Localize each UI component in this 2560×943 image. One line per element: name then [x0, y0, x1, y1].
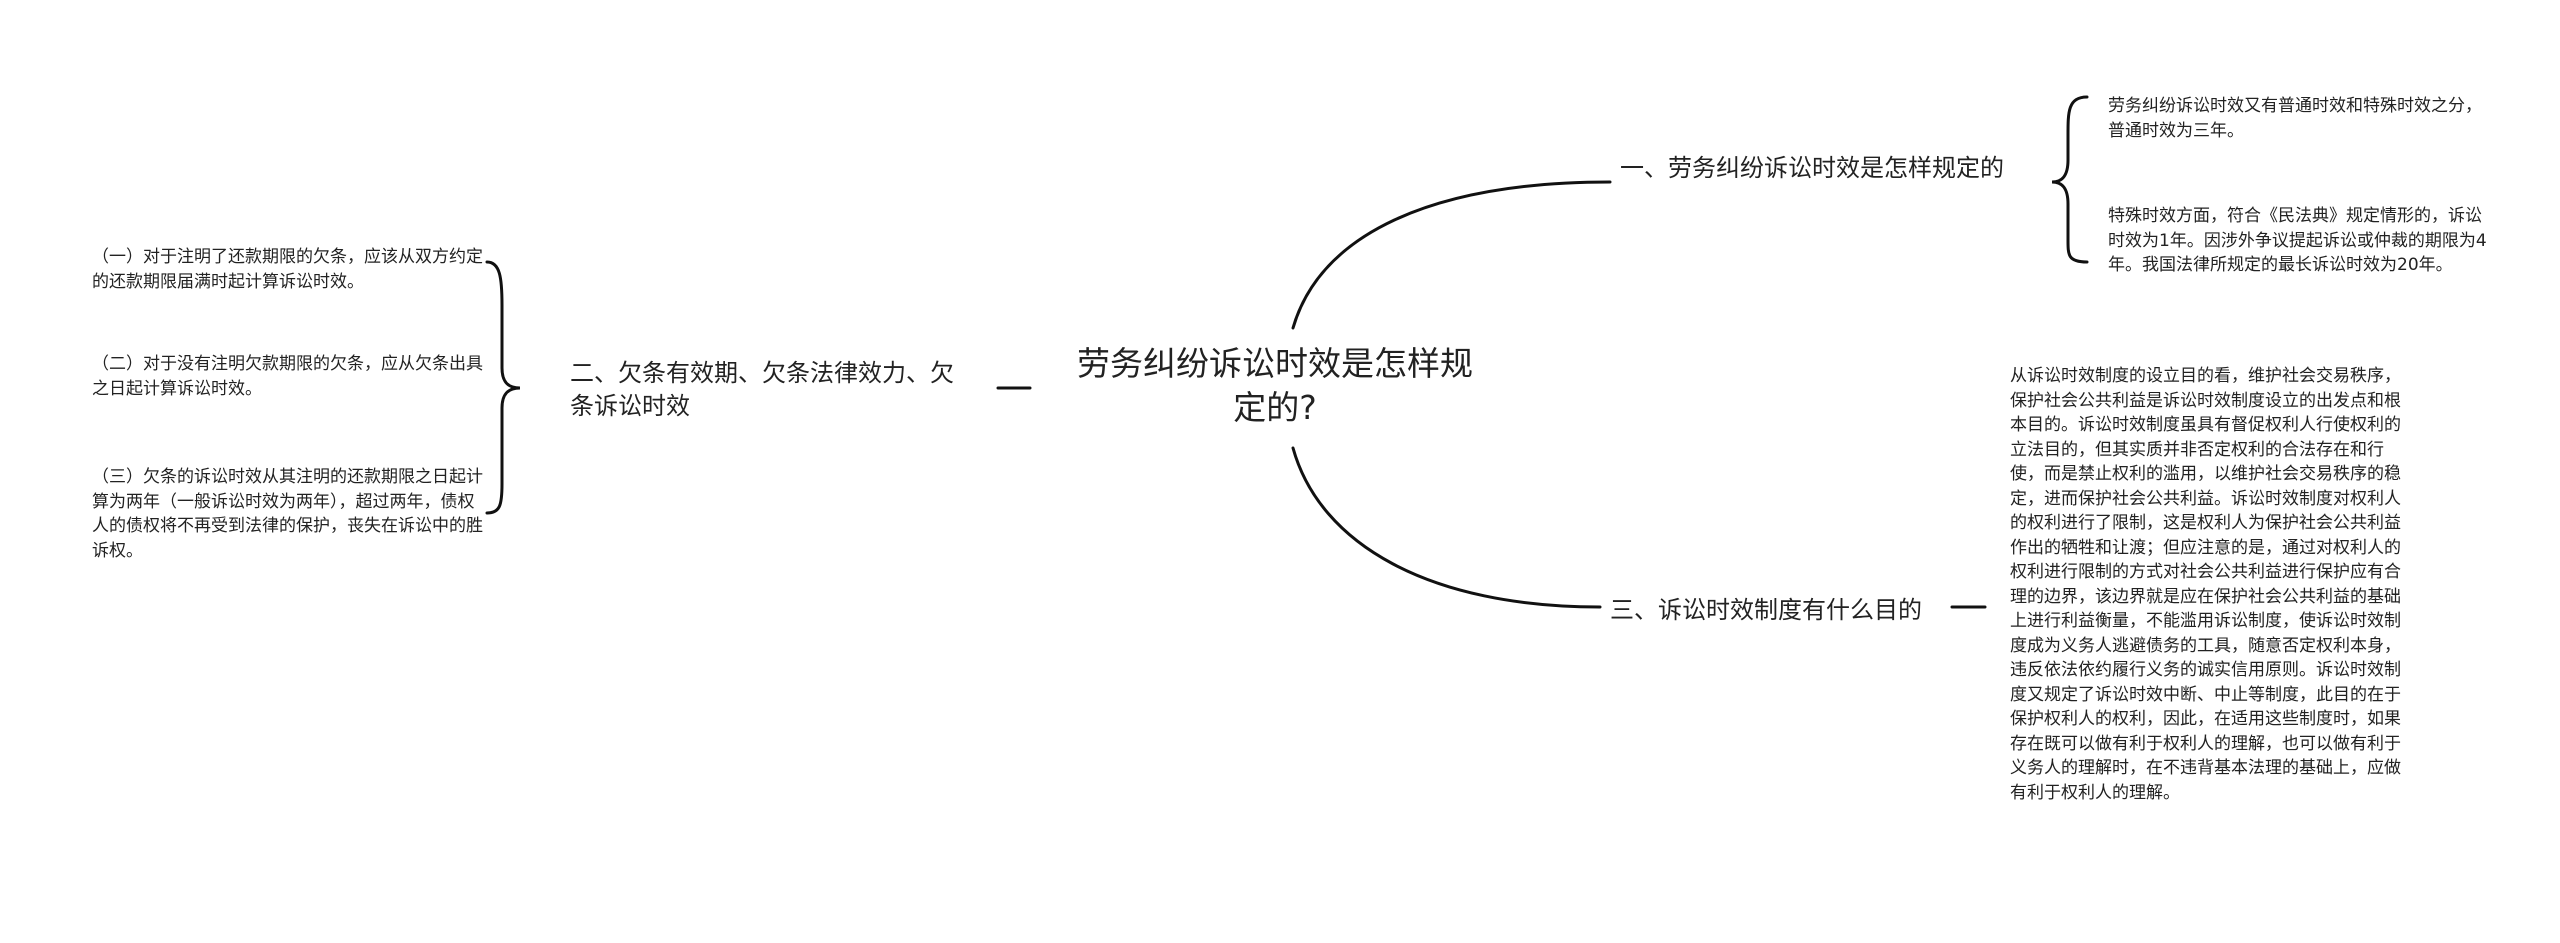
branch-2-leaf-1[interactable]: （一）对于注明了还款期限的欠条，应该从双方约定的还款期限届满时起计算诉讼时效。 [92, 247, 483, 292]
connector-root-to-branch-1 [1291, 180, 1612, 330]
brace-branch-2 [485, 260, 521, 515]
brace-branch-1 [2051, 95, 2089, 264]
branch-1-topic[interactable]: 一、劳务纠纷诉讼时效是怎样规定的 [1620, 154, 2004, 182]
branch-3-topic[interactable]: 三、诉讼时效制度有什么目的 [1610, 596, 1922, 624]
branch-2-topic[interactable]: 二、欠条有效期、欠条法律效力、欠条诉讼时效 [570, 359, 954, 420]
connector-root-to-branch-3 [1291, 446, 1602, 609]
branch-3-leaf-1[interactable]: 从诉讼时效制度的设立目的看，维护社会交易秩序，保护社会公共利益是诉讼时效制度设立… [2010, 366, 2401, 803]
branch-2-leaf-2[interactable]: （二）对于没有注明欠款期限的欠条，应从欠条出具之日起计算诉讼时效。 [92, 354, 483, 399]
branch-2-leaf-3[interactable]: （三）欠条的诉讼时效从其注明的还款期限之日起计算为两年（一般诉讼时效为两年），超… [92, 467, 483, 561]
branch-1-leaf-2[interactable]: 特殊时效方面，符合《民法典》规定情形的，诉讼时效为1年。因涉外争议提起诉讼或仲裁… [2108, 206, 2487, 275]
branch-1-leaf-1[interactable]: 劳务纠纷诉讼时效又有普通时效和特殊时效之分，普通时效为三年。 [2108, 96, 2482, 141]
root-topic[interactable]: 劳务纠纷诉讼时效是怎样规定的? [1077, 344, 1473, 427]
